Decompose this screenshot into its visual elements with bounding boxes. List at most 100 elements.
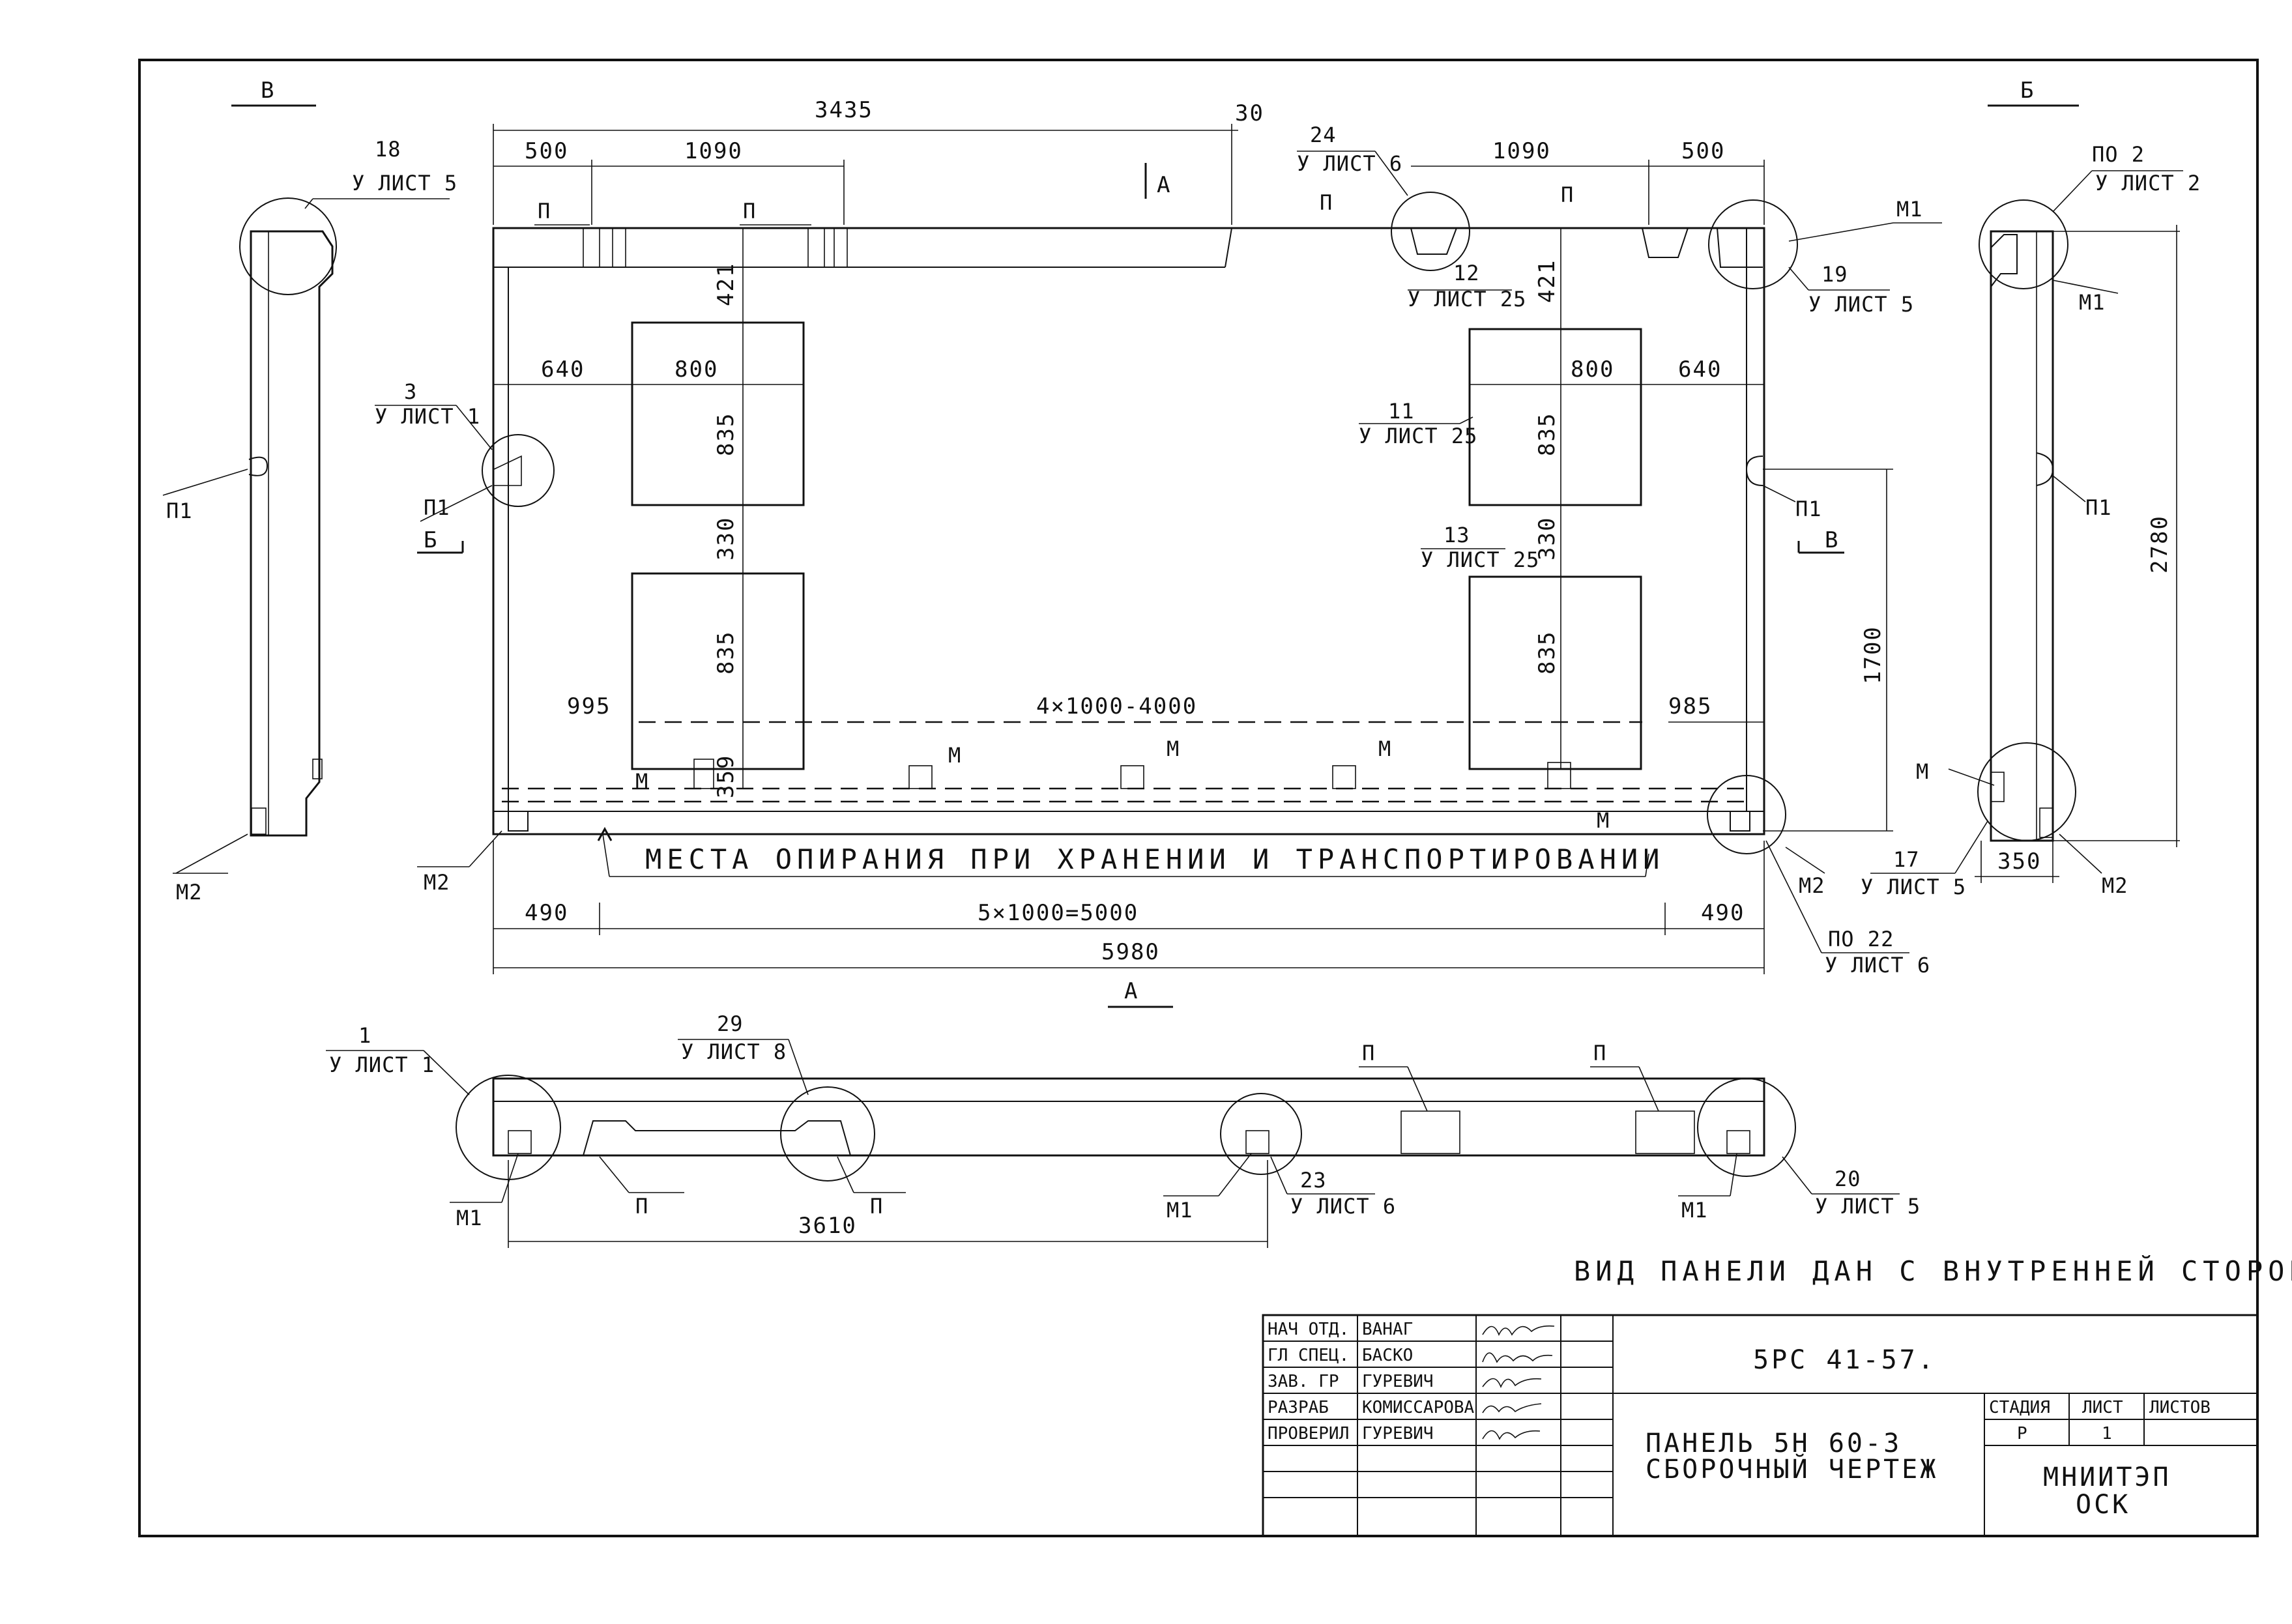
tb-role-2: ГЛ СПЕЦ. bbox=[1268, 1346, 1349, 1365]
label-p-main-2: П bbox=[1561, 182, 1574, 207]
label-p-main-1: П bbox=[1320, 190, 1333, 215]
dim-835-right-top: 835 bbox=[1534, 413, 1560, 456]
dim-330-right: 330 bbox=[1534, 517, 1560, 560]
dim-421-left: 421 bbox=[713, 263, 739, 306]
tb-role-4: РАЗРАБ bbox=[1268, 1398, 1329, 1417]
dim-490-left: 490 bbox=[525, 900, 568, 926]
tb-name-5: ГУРЕВИЧ bbox=[1362, 1424, 1434, 1443]
dim-995: 995 bbox=[567, 693, 611, 719]
tb-stage-header: СТАДИЯ bbox=[1989, 1398, 2050, 1417]
label-p-top-1: П bbox=[538, 199, 551, 224]
dim-835-right-bottom: 835 bbox=[1534, 631, 1560, 674]
callout-13-num: 13 bbox=[1443, 523, 1470, 547]
label-m1-plan-1: М1 bbox=[456, 1206, 483, 1230]
callout-19-ref: У ЛИСТ 5 bbox=[1808, 292, 1914, 317]
dim-330-left: 330 bbox=[713, 517, 739, 560]
callout-1-num: 1 bbox=[358, 1023, 371, 1048]
label-p-plan-3: П bbox=[635, 1194, 648, 1219]
tb-code: 5РС 41-57. bbox=[1753, 1345, 1936, 1375]
tb-name-4: КОМИССАРОВА bbox=[1362, 1398, 1475, 1417]
dim-359: 359 bbox=[713, 755, 739, 798]
dim-3435: 3435 bbox=[815, 97, 873, 123]
dim-1090-right: 1090 bbox=[1492, 138, 1551, 164]
tb-title-line2: СБОРОЧНЫЙ ЧЕРТЕЖ bbox=[1646, 1453, 1938, 1485]
label-p-plan-2: П bbox=[1593, 1041, 1606, 1066]
callout-18-num: 18 bbox=[375, 137, 401, 162]
label-m2-left-side: М2 bbox=[176, 880, 203, 905]
plan-view: 1 У ЛИСТ 1 29 У ЛИСТ 8 П П П П М1 М1 М1 … bbox=[326, 1011, 1921, 1248]
callout-11-num: 11 bbox=[1388, 399, 1415, 424]
section-mark-b-side: Б bbox=[424, 527, 438, 553]
section-mark-a-top: А bbox=[1157, 172, 1171, 198]
tb-name-1: ВАНАГ bbox=[1362, 1320, 1413, 1339]
callout-20-num: 20 bbox=[1835, 1167, 1861, 1191]
side-view-b: Б 2780 ПО 2 У ЛИСТ 2 М1 П1 М 17 У ЛИСТ 5… bbox=[1861, 78, 2200, 899]
section-mark-v: В bbox=[261, 78, 275, 104]
tb-sheets-header: ЛИСТОВ bbox=[2149, 1398, 2211, 1417]
dim-5x1000: 5×1000=5000 bbox=[978, 900, 1139, 926]
dim-30: 30 bbox=[1235, 100, 1264, 126]
dim-500-right: 500 bbox=[1681, 138, 1725, 164]
dim-800-left: 800 bbox=[675, 356, 718, 383]
callout-12-ref: У ЛИСТ 25 bbox=[1408, 287, 1526, 312]
callout-29-num: 29 bbox=[717, 1011, 744, 1036]
callout-19-num: 19 bbox=[1821, 262, 1848, 287]
signature-4 bbox=[1482, 1403, 1542, 1414]
callout-po22-ref: У ЛИСТ 6 bbox=[1825, 953, 1930, 978]
tb-name-3: ГУРЕВИЧ bbox=[1362, 1372, 1434, 1391]
callout-29-ref: У ЛИСТ 8 bbox=[681, 1039, 787, 1064]
signature-5 bbox=[1482, 1430, 1541, 1440]
label-p1-side: П1 bbox=[2085, 495, 2112, 520]
opening-bottom-left bbox=[631, 572, 805, 770]
dim-835-left-bottom: 835 bbox=[713, 631, 739, 674]
label-m2-main-left: М2 bbox=[424, 870, 450, 895]
label-p1-main-right: П1 bbox=[1795, 497, 1822, 521]
dim-421-right: 421 bbox=[1534, 259, 1560, 303]
label-m2-main-right: М2 bbox=[1799, 873, 1825, 898]
label-m2-side: М2 bbox=[2102, 873, 2128, 898]
callout-20-ref: У ЛИСТ 5 bbox=[1815, 1194, 1921, 1219]
label-m-4: М bbox=[1378, 736, 1391, 761]
dim-800-right: 800 bbox=[1571, 356, 1614, 383]
label-m-side: М bbox=[1916, 759, 1929, 784]
label-m-2: М bbox=[948, 743, 961, 768]
signature-2 bbox=[1482, 1352, 1553, 1363]
sheet-frame bbox=[138, 59, 2259, 1537]
section-mark-a-bottom: А bbox=[1124, 978, 1139, 1004]
label-m1-main: М1 bbox=[1896, 197, 1923, 222]
tb-name-2: БАСКО bbox=[1362, 1346, 1413, 1365]
tb-org-line1: МНИИТЭП bbox=[2043, 1462, 2171, 1492]
opening-bottom-right bbox=[1468, 575, 1642, 770]
tb-title-line1: ПАНЕЛЬ 5Н 60-3 bbox=[1646, 1428, 1902, 1458]
callout-24-ref: У ЛИСТ 6 bbox=[1297, 151, 1402, 176]
dim-835-left-top: 835 bbox=[713, 413, 739, 456]
side-view-v: В 18 У ЛИСТ 5 П1 М2 bbox=[162, 78, 457, 905]
label-m1-side: М1 bbox=[2079, 290, 2106, 315]
callout-23-ref: У ЛИСТ 6 bbox=[1290, 1194, 1396, 1219]
callout-3-num: 3 bbox=[404, 379, 417, 404]
callout-po2-num: ПО 2 bbox=[2092, 142, 2145, 167]
callout-3-ref: У ЛИСТ 1 bbox=[375, 404, 480, 429]
signature-3 bbox=[1482, 1378, 1542, 1389]
callout-1-ref: У ЛИСТ 1 bbox=[329, 1052, 435, 1077]
tb-role-3: ЗАВ. ГР bbox=[1268, 1372, 1339, 1391]
label-p-plan-1: П bbox=[1362, 1041, 1375, 1066]
callout-17-ref: У ЛИСТ 5 bbox=[1861, 875, 1966, 899]
dim-4x1000: 4×1000-4000 bbox=[1036, 693, 1197, 719]
callout-17-num: 17 bbox=[1893, 847, 1920, 872]
dim-1090-left: 1090 bbox=[684, 138, 743, 164]
dim-985: 985 bbox=[1668, 693, 1712, 719]
label-p-plan-4: П bbox=[870, 1194, 883, 1219]
dim-640-right: 640 bbox=[1678, 356, 1722, 383]
label-p1-main-left: П1 bbox=[424, 495, 450, 520]
title-block: НАЧ ОТД. ГЛ СПЕЦ. ЗАВ. ГР РАЗРАБ ПРОВЕРИ… bbox=[1262, 1314, 2259, 1537]
dim-2780: 2780 bbox=[2147, 515, 2173, 573]
callout-13-ref: У ЛИСТ 25 bbox=[1421, 547, 1539, 572]
section-mark-v-side: В bbox=[1825, 527, 1839, 553]
callout-12-num: 12 bbox=[1453, 261, 1480, 285]
tb-role-1: НАЧ ОТД. bbox=[1268, 1320, 1349, 1339]
tb-sheet-value: 1 bbox=[2102, 1424, 2112, 1443]
callout-23-num: 23 bbox=[1300, 1168, 1327, 1193]
callout-po22-num: ПО 22 bbox=[1828, 927, 1894, 951]
